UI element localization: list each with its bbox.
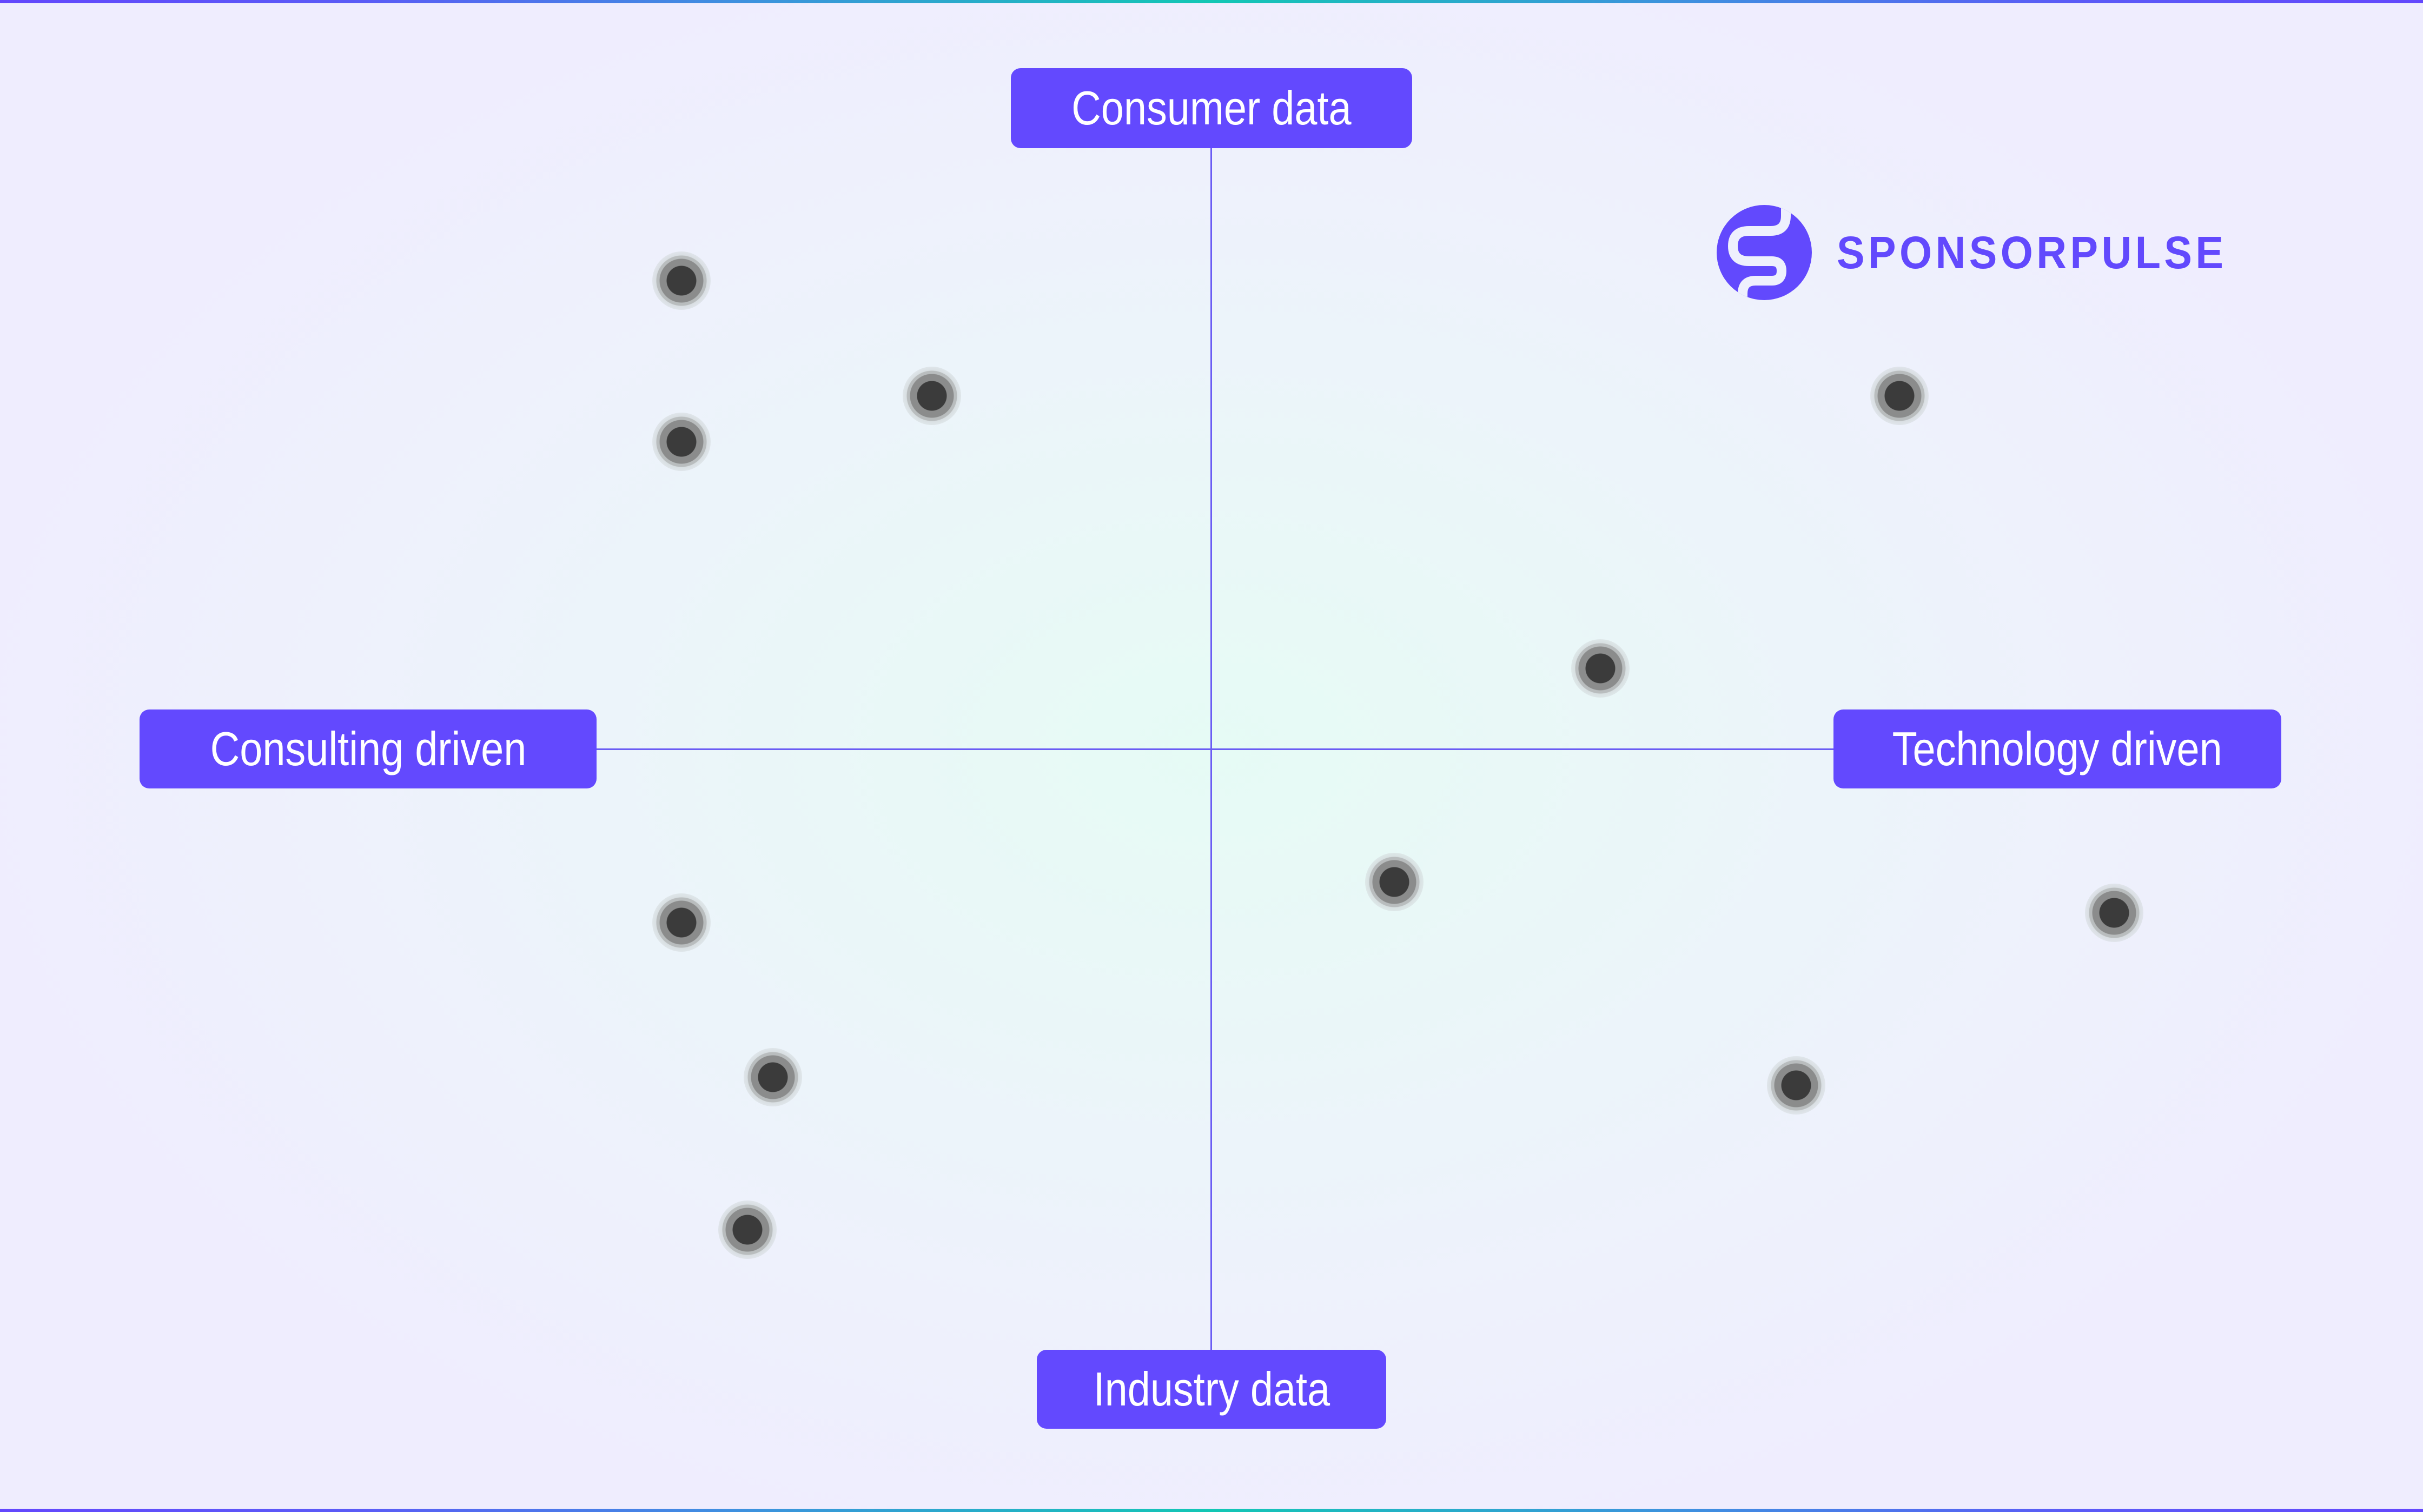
data-point xyxy=(2085,884,2143,942)
data-point xyxy=(1365,853,1424,911)
sponsorpulse-s-logo-icon xyxy=(1717,205,1812,300)
data-point xyxy=(652,413,711,471)
data-point xyxy=(718,1201,777,1259)
axis-label-consulting-driven: Consulting driven xyxy=(140,709,597,788)
axis-label-consumer-data: Consumer data xyxy=(1011,68,1412,148)
data-point xyxy=(1870,367,1929,425)
horizontal-axis-line xyxy=(597,748,1833,750)
axis-label-text: Consulting driven xyxy=(210,722,526,775)
brand-name: SPONSORPULSE xyxy=(1837,227,2227,278)
top-gradient-border xyxy=(0,0,2423,3)
axis-label-technology-driven: Technology driven xyxy=(1833,709,2281,788)
axis-label-text: Technology driven xyxy=(1892,722,2223,775)
axis-label-text: Consumer data xyxy=(1071,81,1352,135)
data-point xyxy=(652,251,711,310)
data-point xyxy=(1571,639,1630,698)
bottom-gradient-border xyxy=(0,1509,2423,1512)
axis-label-text: Industry data xyxy=(1093,1362,1330,1416)
data-point xyxy=(652,893,711,952)
data-point xyxy=(744,1048,802,1106)
data-point xyxy=(1767,1056,1825,1115)
data-point xyxy=(903,367,961,425)
brand-logo: SPONSORPULSE xyxy=(1717,205,2261,300)
axis-label-industry-data: Industry data xyxy=(1037,1350,1386,1429)
